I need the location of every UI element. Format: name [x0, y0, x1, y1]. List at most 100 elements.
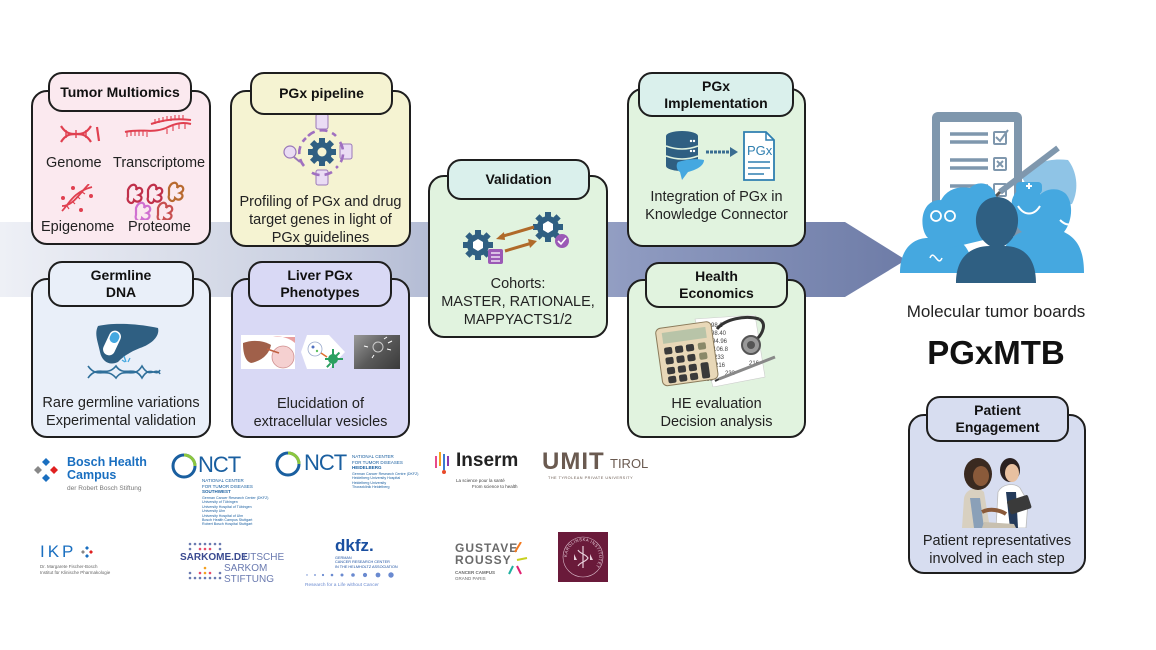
sarkome-dots-icon: [188, 542, 222, 580]
bosch-logo-line-1: Bosch Health: [67, 455, 147, 469]
liver-pill-dna-icon: [80, 322, 164, 387]
patient-title-line-2: Engagement: [955, 419, 1040, 435]
karolinska-logo: KAROLINSKA INSTITUTET: [558, 532, 608, 582]
validation-title: Validation: [447, 159, 590, 200]
germline-line-1: Rare germline variations: [42, 395, 200, 411]
tumor-multiomics-title: Tumor Multiomics: [48, 72, 192, 112]
nct-sw-sub: NATIONAL CENTER: [202, 478, 244, 483]
nct-southwest-logo: NCT NATIONAL CENTER FOR TUMOR DISEASES S…: [168, 450, 269, 530]
outcome-subtitle: Molecular tumor boards: [906, 302, 1086, 321]
dkfz-sub: IN THE HELMHOLTZ ASSOCIATION: [335, 564, 398, 569]
dkfz-dots-icon: [306, 572, 394, 578]
inserm-tagline-en: From science to health: [472, 483, 518, 489]
pgx-pipeline-line-3: PGx guidelines: [271, 230, 370, 246]
health-economics-title: Health Economics: [645, 262, 788, 308]
database-to-pgx-document-icon: PGx: [664, 130, 776, 187]
nct-hd-partner: German Cancer Research Centre (DKFZ): [352, 472, 419, 476]
outcome-title: PGxMTB: [927, 334, 1065, 371]
liver-line-2: extracellular vesicles: [253, 414, 388, 430]
epigenome-label: Epigenome: [41, 219, 115, 235]
nct-sw-partner: Robert Bosch Hospital Stuttgart: [202, 522, 253, 527]
impl-line-1: Integration of PGx in: [650, 189, 783, 205]
nct-hd-partner: Heidelberg University: [352, 480, 387, 485]
dkfz-name: dkfz.: [335, 536, 374, 555]
dkfz-sub: GERMAN: [335, 556, 352, 560]
transcriptome-icon: [121, 114, 193, 149]
nct-sw-partner: Bosch Health Campus Stuttgart: [202, 518, 253, 523]
tumor-multiomics-box: Genome Transcriptome Epigenome Proteome: [31, 90, 211, 245]
liver-pgx-title: Liver PGx Phenotypes: [248, 261, 392, 307]
pgx-pipeline-line-1: Profiling of PGx and drug: [239, 194, 402, 210]
nct-sw-partner: University Hospital of Ulm: [202, 513, 244, 518]
tumor-board-team-icon: [900, 108, 1090, 298]
patient-line-1: Patient representatives: [922, 533, 1072, 549]
ikp-logo: IKP Dr. Margarete Fischer-Bosch Institut…: [40, 542, 140, 582]
genome-label: Genome: [46, 155, 102, 171]
he-line-2: Decision analysis: [660, 414, 773, 430]
nct-sw-partner: University Ulm: [202, 509, 226, 514]
liver-pgx-text: Elucidation of extracellular vesicles: [233, 395, 408, 431]
patient-engagement-title: Patient Engagement: [926, 396, 1069, 442]
calculator-stethoscope-image: 98.2 98.40 94.96 106.8 233 216 233 216 4…: [655, 314, 785, 392]
transcriptome-label: Transcriptome: [113, 155, 206, 171]
liver-title-line-2: Phenotypes: [280, 284, 360, 300]
dkfz-logo: dkfz. GERMAN CANCER RESEARCH CENTER IN T…: [305, 536, 405, 594]
vesicle-diagram-image: [301, 335, 345, 369]
sarkome-text: STIFTUNG: [224, 574, 274, 585]
patient-line-2: involved in each step: [929, 551, 1065, 567]
nct-sw-partner: University of Tübingen: [202, 500, 238, 505]
dkfz-tagline: Research for a Life without Cancer: [305, 583, 379, 588]
ikp-sub: Dr. Margarete Fischer-Bosch: [40, 564, 98, 569]
he-line-1: HE evaluation: [671, 396, 762, 412]
liver-tissue-image: [241, 335, 295, 369]
sarkome-logo: SARKOME.DE UTSCHE SARKOM STIFTUNG: [180, 540, 284, 585]
inserm-tagline-fr: La science pour la santé: [456, 478, 505, 483]
validation-line-1: Cohorts:: [490, 276, 546, 292]
patient-engagement-text: Patient representatives involved in each…: [910, 532, 1084, 568]
nct-hd-sub: HEIDELBERG: [352, 465, 382, 470]
umit-sub: THE TYROLEAN PRIVATE UNIVERSITY: [548, 476, 634, 480]
karolinska-seal-icon: KAROLINSKA INSTITUTET: [562, 536, 604, 578]
nct-hd-partner: Thoraxklinik Heidelberg: [352, 485, 390, 490]
ikp-name: IKP: [40, 542, 77, 561]
inserm-bars-icon: [435, 452, 449, 474]
gustave-line-1: GUSTAVE: [455, 541, 519, 555]
nct-sw-partner: German Cancer Research Center (DKFZ): [202, 496, 269, 500]
nct-sw-sub: FOR TUMOR DISEASES: [202, 483, 253, 489]
validation-text: Cohorts: MASTER, RATIONALE, MAPPYACTS1/2: [430, 275, 606, 329]
umit-tirol-logo: UMIT TIROL THE TYROLEAN PRIVATE UNIVERSI…: [542, 448, 652, 480]
inserm-logo: Inserm La science pour la santé From sci…: [434, 450, 534, 495]
nct-southwest-name: NCT: [198, 452, 241, 477]
germline-title-line-2: DNA: [105, 284, 137, 300]
nct-heidelberg-name: NCT: [304, 450, 347, 475]
validation-box: Cohorts: MASTER, RATIONALE, MAPPYACTS1/2: [428, 175, 608, 338]
liver-title-line-1: Liver PGx: [287, 267, 353, 283]
ikp-sub: Institut für Klinische Pharmakologie: [40, 569, 111, 575]
receipt-number: 98.40: [711, 331, 727, 337]
proteome-icon: [124, 180, 190, 225]
sarkome-name: SARKOME.DE: [180, 552, 248, 563]
bosch-diamond-icon: [34, 458, 58, 482]
nct-hd-sub: NATIONAL CENTER: [352, 454, 394, 459]
germline-dna-title: Germline DNA: [48, 261, 194, 307]
patient-title-line-1: Patient: [974, 402, 1021, 418]
impl-line-2: Knowledge Connector: [645, 207, 788, 223]
bosch-health-campus-logo: Bosch Health Campus der Robert Bosch Sti…: [32, 454, 162, 496]
inserm-name: Inserm: [456, 450, 519, 471]
he-title-line-2: Economics: [679, 285, 754, 301]
validation-line-3: MAPPYACTS1/2: [463, 312, 573, 328]
ikp-diamond-icon: [81, 546, 93, 558]
patient-doctor-image: [958, 452, 1040, 533]
umit-suffix: TIROL: [610, 456, 649, 471]
receipt-number: 98.2: [711, 323, 723, 329]
gustave-roussy-logo: GUSTAVE ROUSSY CANCER CAMPUS GRAND PARIS: [455, 542, 535, 584]
sarkome-text: UTSCHE: [243, 552, 285, 563]
impl-title-line-2: Implementation: [664, 94, 768, 111]
bosch-logo-sub: der Robert Bosch Stiftung: [67, 485, 142, 492]
gustave-roussy-rays-icon: [508, 542, 528, 575]
nct-ring-icon: [171, 453, 197, 479]
pgx-pipeline-box: Profiling of PGx and drug target genes i…: [230, 90, 411, 247]
pgx-pipeline-text: Profiling of PGx and drug target genes i…: [232, 193, 409, 247]
bosch-logo-line-2: Campus: [67, 468, 117, 482]
pipeline-cycle-icon: [280, 112, 366, 195]
